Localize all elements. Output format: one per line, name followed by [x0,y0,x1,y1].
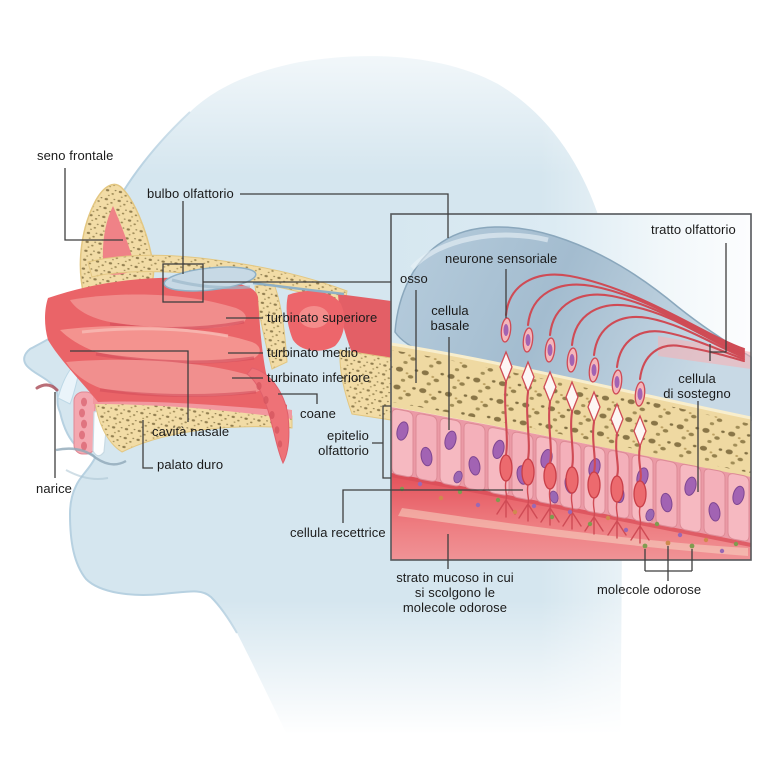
label-strato-mucoso: strato mucoso in cui si scolgono le mole… [396,570,514,616]
glomerulus-diamonds [499,350,647,448]
sensory-neurons [496,273,746,544]
mouth-line [55,447,127,466]
label-cellula-recettrice: cellula recettrice [290,525,386,540]
lip-ridges [79,397,87,451]
basal-cells [453,470,655,522]
zoom-source-box [162,263,204,303]
label-neurone-sensoriale: neurone sensoriale [445,251,558,266]
label-narice: narice [36,481,73,496]
inset-border [390,213,752,561]
posterior-red-region [338,294,391,362]
bulb-cell-nuclei [503,324,643,400]
receptor-cell-bodies [499,454,647,508]
label-cavita-nasale: cavità nasale [152,424,230,439]
olfactory-tract-bundle [658,336,751,369]
label-palato-duro: palato duro [157,457,224,472]
label-bulbo-olfattorio: bulbo olfattorio [147,186,234,201]
label-molecole-odorose: molecole odorose [597,582,702,597]
superior-fold [70,294,246,329]
soft-palate-ridges [256,382,283,448]
label-turbinato-superiore: turbinato superiore [267,310,378,325]
label-cellula-di-sostegno: cellula di sostegno [663,371,731,402]
label-osso: osso [400,271,428,286]
sphenoid-bone [339,349,392,421]
label-cellula-basale: cellula basale [430,303,470,334]
label-turbinato-inferiore: turbinato inferiore [267,370,371,385]
inferior-fold [66,359,264,397]
odor-molecules [399,481,739,554]
olfactory-tract-small [252,281,345,296]
leader-lines [54,168,727,581]
mucus-layer [391,473,751,560]
nostril-shadow [35,383,59,392]
label-turbinato-medio: turbinato medio [267,345,359,360]
mucus-highlight [398,508,748,556]
label-tratto-olfattorio: tratto olfattorio [651,222,736,237]
middle-fold [60,326,260,364]
fade-bottom [0,600,768,768]
label-seno-frontale: seno frontale [37,148,114,163]
magnified-inset [390,213,752,561]
label-epitelio-olfattorio: epitelio olfattorio [318,428,369,459]
label-coane: coane [300,406,336,421]
